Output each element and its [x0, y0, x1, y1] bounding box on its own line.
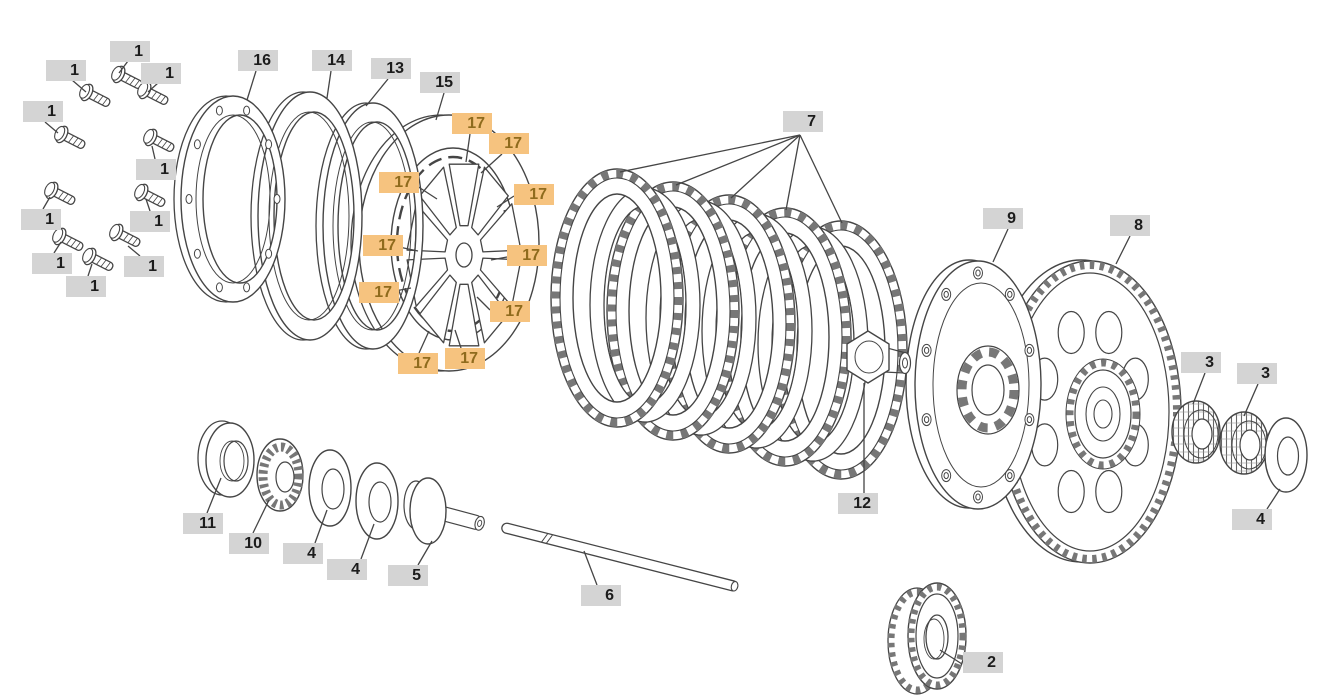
part-2-small-gear	[887, 582, 967, 695]
callout-part-3[interactable]: 3	[1237, 363, 1277, 384]
callout-part-13[interactable]: 13	[371, 58, 411, 79]
part-3-needle-bearing	[1171, 400, 1221, 464]
callout-part-1[interactable]: 1	[130, 211, 170, 232]
callout-part-17-highlighted[interactable]: 17	[489, 133, 529, 154]
part-7-clutch-plates	[551, 169, 907, 479]
part-9-clutch-hub	[905, 259, 1042, 510]
part-4-washer	[308, 449, 352, 527]
callout-part-16[interactable]: 16	[238, 50, 278, 71]
callout-part-10[interactable]: 10	[229, 533, 269, 554]
callout-part-4[interactable]: 4	[327, 559, 367, 580]
part-6-pushrod	[501, 522, 739, 592]
callout-part-9[interactable]: 9	[983, 208, 1023, 229]
part-4-washer	[355, 462, 399, 540]
leader-lines	[42, 60, 1281, 665]
callout-part-17-highlighted[interactable]: 17	[514, 184, 554, 205]
callout-part-11[interactable]: 11	[183, 513, 223, 534]
part-12-nut	[846, 330, 912, 384]
callout-part-17-highlighted[interactable]: 17	[507, 245, 547, 266]
callout-part-1[interactable]: 1	[136, 159, 176, 180]
callout-part-5[interactable]: 5	[388, 565, 428, 586]
callout-part-17-highlighted[interactable]: 17	[490, 301, 530, 322]
callout-part-7[interactable]: 7	[783, 111, 823, 132]
callout-part-14[interactable]: 14	[312, 50, 352, 71]
callout-part-1[interactable]: 1	[23, 101, 63, 122]
callout-part-17-highlighted[interactable]: 17	[445, 348, 485, 369]
callout-part-2[interactable]: 2	[963, 652, 1003, 673]
callout-part-1[interactable]: 1	[110, 41, 150, 62]
callout-part-17-highlighted[interactable]: 17	[452, 113, 492, 134]
callout-part-1[interactable]: 1	[141, 63, 181, 84]
callout-part-8[interactable]: 8	[1110, 215, 1150, 236]
callout-part-1[interactable]: 1	[46, 60, 86, 81]
part-8-primary-gear	[989, 259, 1182, 564]
callout-part-4[interactable]: 4	[283, 543, 323, 564]
part-5-pushrod-end	[403, 477, 485, 545]
part-10-thrust-bearing	[256, 438, 304, 512]
callout-part-1[interactable]: 1	[32, 253, 72, 274]
callout-part-17-highlighted[interactable]: 17	[398, 353, 438, 374]
callout-part-4[interactable]: 4	[1232, 509, 1272, 530]
callout-part-6[interactable]: 6	[581, 585, 621, 606]
part-16-cover-ring	[173, 95, 286, 303]
callout-part-1[interactable]: 1	[21, 209, 61, 230]
part-11-collar	[197, 420, 255, 498]
part-13-ring	[315, 102, 424, 350]
callout-part-17-highlighted[interactable]: 17	[359, 282, 399, 303]
callout-part-17-highlighted[interactable]: 17	[379, 172, 419, 193]
callout-part-15[interactable]: 15	[420, 72, 460, 93]
callout-part-17-highlighted[interactable]: 17	[363, 235, 403, 256]
callout-part-12[interactable]: 12	[838, 493, 878, 514]
part-4-washer-right	[1264, 417, 1308, 493]
callout-part-1[interactable]: 1	[66, 276, 106, 297]
part-3-needle-bearing	[1219, 411, 1269, 475]
callout-part-3[interactable]: 3	[1181, 352, 1221, 373]
callout-part-1[interactable]: 1	[124, 256, 164, 277]
